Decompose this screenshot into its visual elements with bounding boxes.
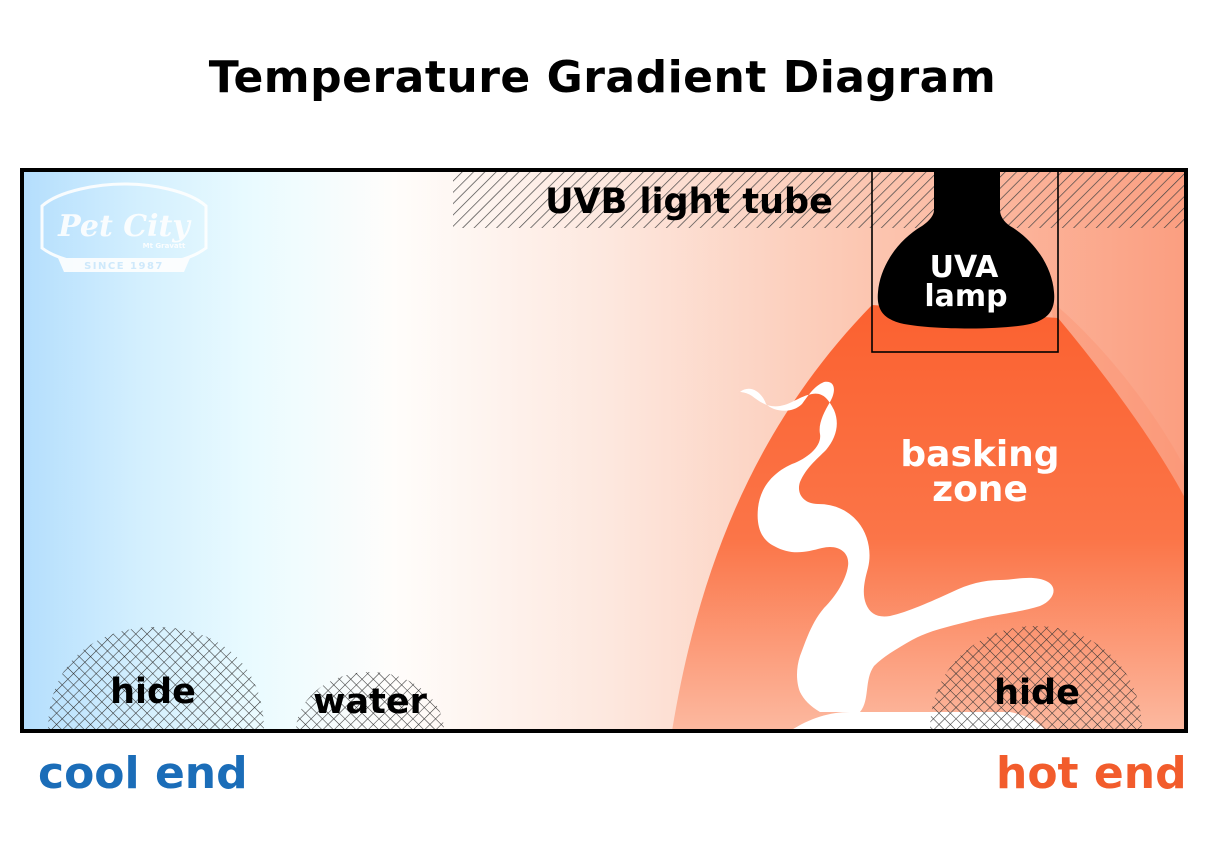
page-title: Temperature Gradient Diagram bbox=[208, 52, 997, 103]
tank-border bbox=[20, 168, 1188, 733]
logo-location: Mt Gravatt bbox=[143, 242, 186, 250]
water-dish-shape bbox=[296, 672, 444, 731]
uva-label-line1: UVA bbox=[930, 250, 1000, 285]
uvb-light-tube bbox=[453, 171, 1186, 228]
uvb-label: UVB light tube bbox=[545, 182, 833, 222]
hide-left-label: hide bbox=[110, 672, 196, 712]
logo-name: Pet City bbox=[57, 209, 192, 244]
basking-label-line2: zone bbox=[932, 469, 1028, 510]
lamp-icon bbox=[877, 171, 1055, 329]
driftwood-branch bbox=[740, 381, 1054, 712]
cool-end-label: cool end bbox=[38, 748, 248, 799]
uva-label-line2: lamp bbox=[924, 279, 1007, 314]
hide-right-label: hide bbox=[994, 673, 1080, 713]
hot-end-label: hot end bbox=[996, 748, 1187, 799]
logo-tagline: SINCE 1987 bbox=[84, 261, 164, 272]
hide-right-shape bbox=[930, 626, 1142, 731]
pet-city-logo: Pet City Mt Gravatt SINCE 1987 bbox=[40, 182, 208, 272]
water-label: water bbox=[313, 682, 427, 722]
basking-beam bbox=[672, 305, 1186, 731]
hide-left-shape bbox=[48, 627, 264, 731]
basking-label-line1: basking bbox=[900, 434, 1059, 475]
